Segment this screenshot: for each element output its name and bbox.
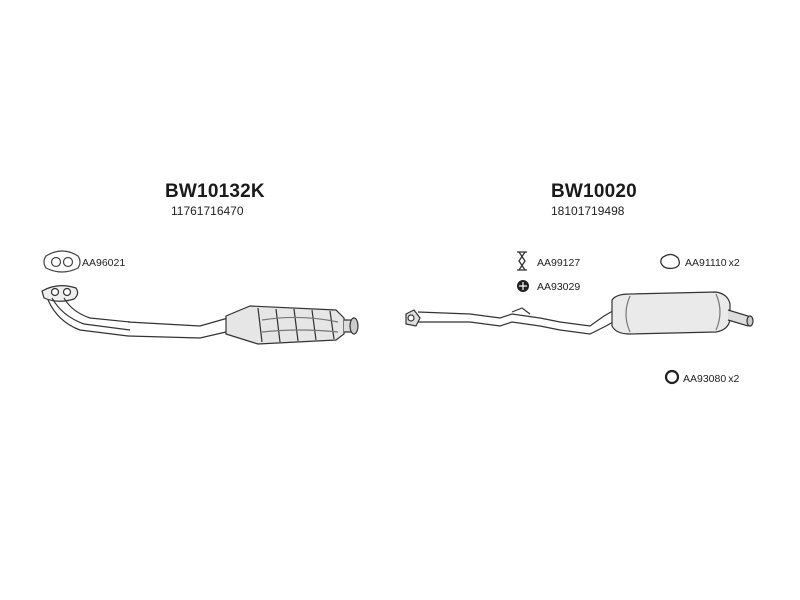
rear-silencer-oem-number: 18101719498 [551,204,625,218]
accessory-ref: AA99127 [537,257,581,269]
rubber-mount-icon [517,280,529,292]
accessory-ref: AA93029 [537,281,581,293]
rear-silencer-assembly [405,291,754,335]
accessory-label-aa93029: AA93029 [537,281,582,293]
clamp-ring-icon [660,253,680,270]
rubber-hanger-icon [517,251,527,271]
accessory-label-aa99127: AA99127 [537,257,582,269]
accessory-ref: AA91110 [685,257,727,269]
o-ring-icon [664,369,680,385]
accessory-label-aa96021: AA96021 [82,257,127,269]
catalytic-converter-assembly [41,285,359,345]
accessory-qty: x2 [728,373,740,385]
accessory-ref: AA93080 [683,373,727,385]
accessory-qty: x2 [728,257,740,269]
gasket-icon [43,250,81,273]
accessory-ref: AA96021 [82,257,126,269]
catalytic-converter-oem-number: 11761716470 [171,204,244,218]
catalytic-converter-part-code: BW10132K [165,181,265,202]
rear-silencer-part-code: BW10020 [551,181,637,202]
